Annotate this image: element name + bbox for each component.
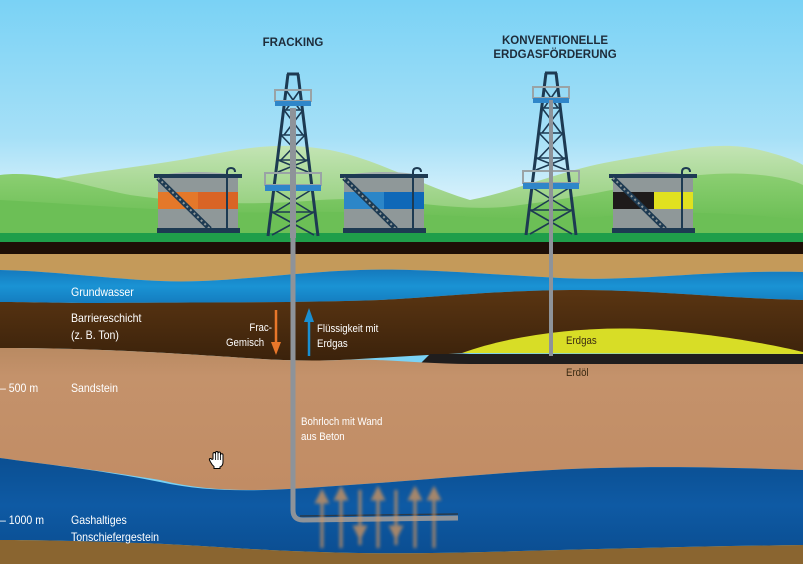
label-shale-line1: Gashaltiges (71, 513, 127, 527)
title-conventional-line2: ERDGASFÖRDERUNG (493, 49, 617, 61)
label-barrier: Barriereschicht (z. B. Ton) (71, 310, 141, 344)
label-natural-gas: Erdgas (566, 335, 597, 347)
label-sandstone: Sandstein (71, 381, 118, 395)
hand-cursor-icon (208, 450, 224, 469)
label-frac-mix-line2: Gemisch (226, 337, 265, 349)
label-frac-mix-line1: Frac- (249, 322, 272, 334)
tank-orange (154, 166, 242, 233)
label-barrier-line2: (z. B. Ton) (71, 328, 119, 342)
label-barrier-line1: Barriereschicht (71, 311, 142, 325)
label-fluid-line2: Erdgas (317, 338, 348, 350)
tank-black-yellow (609, 166, 697, 233)
label-crude-oil: Erdöl (566, 367, 589, 379)
tank-blue (340, 166, 428, 233)
label-borehole-line2: aus Beton (301, 431, 345, 443)
title-conventional-line1: KONVENTIONELLE (501, 35, 609, 47)
title-fracking: FRACKING (262, 37, 324, 49)
label-borehole: Bohrloch mit Wand aus Beton (301, 415, 382, 445)
depth-marker-1000m: – 1000 m (0, 513, 45, 527)
label-groundwater: Grundwasser (71, 285, 134, 299)
title-conventional: KONVENTIONELLE ERDGASFÖRDERUNG (480, 34, 630, 62)
depth-marker-500m: – 500 m (0, 381, 39, 395)
label-borehole-line1: Bohrloch mit Wand (301, 416, 383, 428)
label-shale-line2: Tonschiefergestein (71, 530, 160, 544)
label-frac-mix: Frac- (242, 321, 272, 336)
label-fluid-line1: Flüssigkeit mit (317, 323, 379, 335)
label-fluid-with-gas: Flüssigkeit mit Erdgas (317, 322, 378, 352)
label-shale: Gashaltiges Tonschiefergestein (71, 512, 159, 546)
fracking-derrick (264, 72, 322, 238)
label-frac-mix-line2-wrap: Gemisch (226, 336, 264, 351)
